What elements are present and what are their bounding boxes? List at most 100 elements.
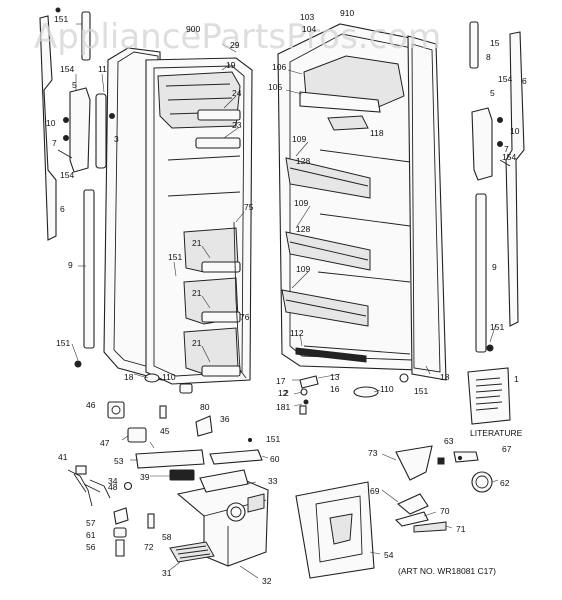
callout-36: 36	[220, 414, 230, 424]
freezer-handle-assembly	[39, 7, 115, 368]
callout-60: 60	[270, 454, 280, 464]
callout-47: 47	[100, 438, 110, 448]
part-39	[169, 469, 195, 481]
callout-19: 19	[226, 60, 236, 70]
callout-33: 33	[268, 476, 278, 486]
callout-18: 18	[440, 372, 450, 382]
switch-46	[107, 401, 125, 419]
callout-72: 72	[144, 542, 154, 552]
callout-5: 5	[72, 80, 77, 90]
callout-13: 13	[330, 372, 340, 382]
callout-70: 70	[440, 506, 450, 516]
handle-trim-6-right	[505, 31, 525, 327]
callout-112: 112	[290, 328, 304, 338]
literature-caption: LITERATURE	[470, 428, 523, 438]
heater-wire-76	[233, 221, 247, 379]
callout-5: 5	[490, 88, 495, 98]
callout-73: 73	[368, 448, 378, 458]
callout-154: 154	[60, 170, 74, 180]
callout-21: 21	[192, 288, 202, 298]
callout-10: 10	[46, 118, 56, 128]
fresh-food-door-panel	[407, 35, 447, 381]
freezer-door-assembly	[103, 47, 253, 385]
callout-109: 109	[296, 264, 310, 274]
callout-2: 2	[284, 388, 289, 398]
callout-109: 109	[292, 134, 306, 144]
callout-31: 31	[162, 568, 172, 578]
callout-900: 900	[186, 24, 200, 34]
trim-112	[295, 347, 367, 363]
handle-trim-151-top	[81, 11, 91, 61]
callout-151: 151	[490, 322, 504, 332]
callout-109: 109	[294, 198, 308, 208]
callout-154: 154	[502, 152, 516, 162]
callout-34: 34	[108, 476, 118, 486]
callout-57: 57	[86, 518, 96, 528]
callout-1: 1	[514, 374, 519, 384]
callout-151: 151	[56, 338, 70, 348]
fresh-food-door-assembly	[277, 23, 447, 381]
callout-53: 53	[114, 456, 124, 466]
callout-7: 7	[52, 138, 57, 148]
callout-151: 151	[54, 14, 68, 24]
callout-71: 71	[456, 524, 466, 534]
callout-151: 151	[168, 252, 182, 262]
callout-103: 103	[300, 12, 314, 22]
fresh-food-handle-assembly	[469, 21, 525, 353]
callout-69: 69	[370, 486, 380, 496]
callout-16: 16	[330, 384, 340, 394]
callout-105: 105	[268, 82, 282, 92]
callout-154: 154	[60, 64, 74, 74]
callout-9: 9	[68, 260, 73, 270]
callout-181: 181	[276, 402, 290, 412]
dispenser-housing-32	[176, 479, 269, 567]
callout-151: 151	[266, 434, 280, 444]
callout-8: 8	[486, 52, 491, 62]
callout-76: 76	[240, 312, 250, 322]
callout-106: 106	[272, 62, 286, 72]
callout-128: 128	[296, 156, 310, 166]
ring-62	[471, 471, 493, 493]
callout-46: 46	[86, 400, 96, 410]
callout-80: 80	[200, 402, 210, 412]
callout-15: 15	[490, 38, 500, 48]
handle-grip-5-left	[69, 87, 91, 173]
tray-118	[327, 115, 369, 131]
callout-21: 21	[192, 338, 202, 348]
callout-48: 48	[108, 482, 118, 492]
callout-45: 45	[160, 426, 170, 436]
callout-11: 11	[98, 64, 107, 74]
callout-118: 118	[370, 128, 384, 138]
callout-75: 75	[244, 202, 254, 212]
callout-6: 6	[522, 76, 527, 86]
callout-18: 18	[124, 372, 134, 382]
handle-trim-15	[469, 21, 479, 69]
literature-booklet	[467, 367, 511, 425]
callout-56: 56	[86, 542, 96, 552]
callout-labels: 151 900 29 19 154 11 5 10 3 7 154 6 24 2…	[46, 8, 527, 586]
callout-6: 6	[60, 204, 65, 214]
callout-32: 32	[262, 576, 272, 586]
dispenser-components	[67, 401, 493, 579]
plate-53	[135, 449, 205, 469]
callout-151: 151	[414, 386, 428, 396]
callout-9: 9	[492, 262, 497, 272]
chute-73	[395, 445, 433, 481]
callout-54: 54	[384, 550, 394, 560]
callout-67: 67	[502, 444, 512, 454]
callout-110: 110	[380, 384, 394, 394]
callout-58: 58	[162, 532, 172, 542]
callout-21: 21	[192, 238, 202, 248]
callout-910: 910	[340, 8, 354, 18]
callout-24: 24	[232, 88, 242, 98]
callout-62: 62	[500, 478, 510, 488]
callout-104: 104	[302, 24, 316, 34]
callout-12: 12	[278, 388, 288, 398]
door-bin-109a	[285, 157, 371, 199]
fresh-food-door-gasket	[411, 43, 441, 373]
art-number: (ART NO. WR18081 C17)	[398, 566, 496, 576]
callout-17: 17	[276, 376, 286, 386]
callout-41: 41	[58, 452, 68, 462]
callout-61: 61	[86, 530, 96, 540]
